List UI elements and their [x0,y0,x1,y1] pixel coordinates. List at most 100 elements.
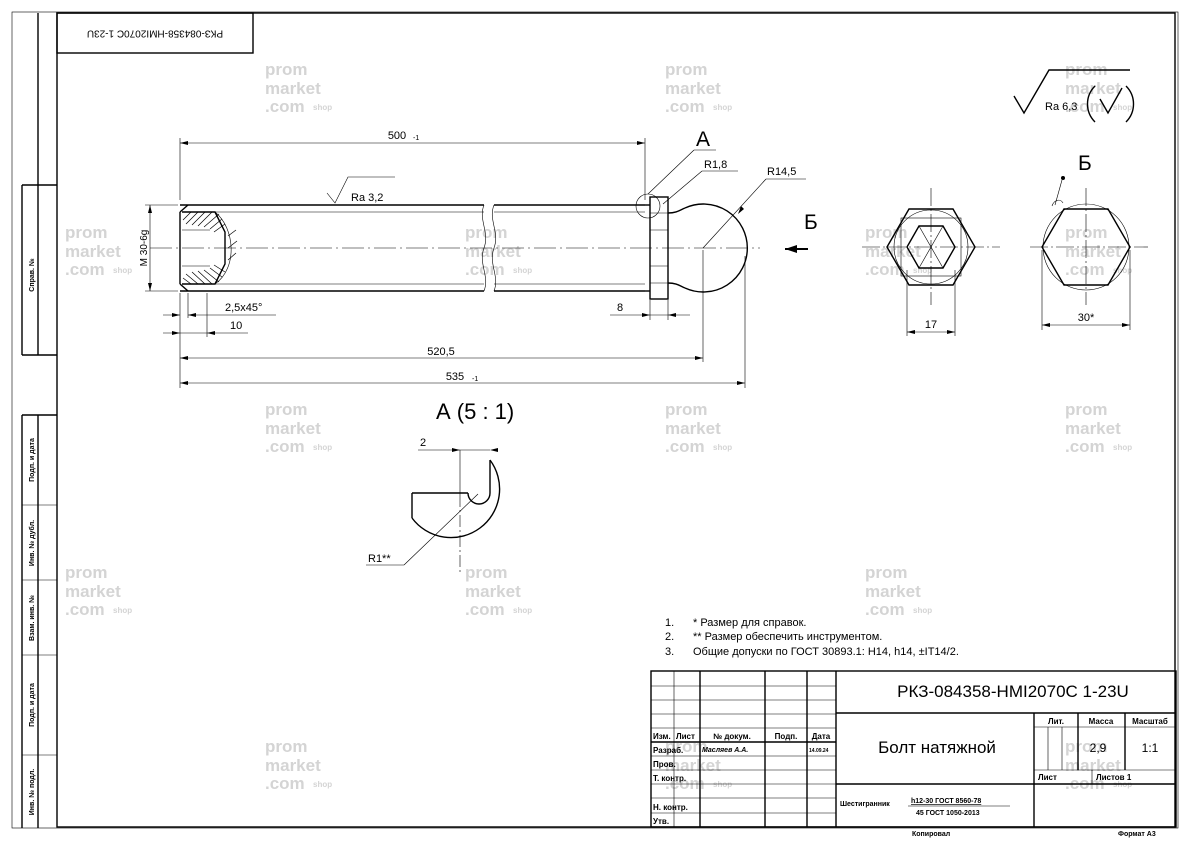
callout-b: Б [804,211,818,234]
bolt-main-view [150,193,760,300]
callout-a: А [696,128,710,151]
dim-535: 535 [446,371,464,383]
watermark-text: prom [465,223,508,242]
stamp-inv-dubl: Инв. № дубл. [28,520,36,566]
tb-h-list: Лист [676,732,695,741]
watermark-text: market [665,79,721,98]
watermark-text: .com [65,600,105,619]
detail-dim-2: 2 [420,437,426,449]
watermark-suffix: shop [313,780,332,789]
dim-thread: М 30-6g [139,230,150,267]
watermark-text: prom [65,563,108,582]
detail-a-marker [635,193,661,219]
watermark-suffix: shop [313,443,332,452]
watermark-text: market [265,419,321,438]
tb-developer: Масляев А.А. [702,747,748,754]
watermark-suffix: shop [1113,103,1132,112]
tb-role-nkontr: Н. контр. [653,803,688,812]
tb-lit-label: Лит. [1048,717,1064,726]
watermark-text: .com [265,437,305,456]
main-dimensions: 500 -1 Ra 3,2 М 30-6g 2,5х45° 10 8 5 [139,128,818,388]
watermark-text: prom [1065,223,1108,242]
watermark-text: .com [465,600,505,619]
view-b-title: Б [1078,152,1092,175]
watermark-suffix: shop [513,266,532,275]
watermark-text: .com [1065,260,1105,279]
dim-socket-17: 17 [925,319,937,331]
tb-name: Болт натяжной [878,738,996,757]
watermark-suffix: shop [913,606,932,615]
tb-role-tkontr: Т. контр. [653,774,686,783]
tb-role-razrab: Разраб. [653,746,683,755]
watermark-text: market [865,582,921,601]
watermark-text: prom [865,223,908,242]
watermark-suffix: shop [713,103,732,112]
watermark-text: prom [265,737,308,756]
tb-sheet-label: Лист [1038,773,1057,782]
tb-material-1: h12-30 ГОСТ 8560-78 [911,798,981,805]
detail-title: А (5 : 1) [436,399,514,424]
outer-frame [11,11,1179,829]
watermark-text: .com [265,774,305,793]
watermark-text: market [265,756,321,775]
general-roughness-value: Ra 6,3 [1045,101,1077,113]
note-3-num: 3. [665,646,674,658]
watermark-text: .com [1065,437,1105,456]
watermark-text: prom [1065,737,1108,756]
watermark-suffix: shop [713,443,732,452]
tb-scale-label: Масштаб [1132,717,1168,726]
watermark-suffix: shop [113,266,132,275]
tb-mass: 2,9 [1090,741,1107,755]
inner-frame [56,12,1176,828]
dim-500-tol: -1 [413,135,419,142]
tb-material-2: 45 ГОСТ 1050-2013 [916,810,980,817]
watermark-text: market [65,242,121,261]
watermark-text: .com [65,260,105,279]
tb-sheets-label: Листов 1 [1096,773,1132,782]
left-side-stamps: Справ. № Подп. и дата Инв. № дубл. Взам.… [21,13,57,828]
surface-symbol-shaft [326,176,395,204]
dim-10: 10 [230,320,242,332]
watermark-text: .com [665,97,705,116]
hex-head [649,196,669,300]
dim-chamfer: 2,5х45° [225,302,262,314]
watermark-text: market [65,582,121,601]
watermark-text: .com [265,97,305,116]
watermark-suffix: shop [913,266,932,275]
tb-role-utv: Утв. [653,817,669,826]
dim-535-tol: -1 [472,376,478,383]
stamp-vzam-inv: Взам. инв. № [28,595,36,641]
dim-hex-30: 30* [1078,312,1095,324]
dim-520: 520,5 [427,346,455,358]
note-1-text: * Размер для справок. [693,617,806,629]
watermark-text: market [665,419,721,438]
end-view-socket: 17 [862,188,1000,336]
tb-material-label: Шестигранник [840,801,890,808]
tb-h-izm: Изм. [653,732,671,741]
end-view-b: Б 30* [1030,152,1148,330]
outer-hex-2 [1041,208,1131,286]
tb-h-podp: Подп. [775,732,798,741]
tb-h-doc: № докум. [713,732,751,741]
watermark-suffix: shop [113,606,132,615]
tb-role-prov: Пров. [653,760,676,769]
top-left-code: РКЗ-084358-НМI2070С 1-23U [87,27,223,38]
watermark-text: prom [1065,400,1108,419]
tb-mass-label: Масса [1089,717,1114,726]
surface-ra-shaft: Ra 3,2 [351,192,383,204]
detail-a-view: А (5 : 1) 2 R1** [366,399,514,572]
dim-8: 8 [617,302,623,314]
ball-end [684,203,749,293]
watermark-text: .com [865,260,905,279]
